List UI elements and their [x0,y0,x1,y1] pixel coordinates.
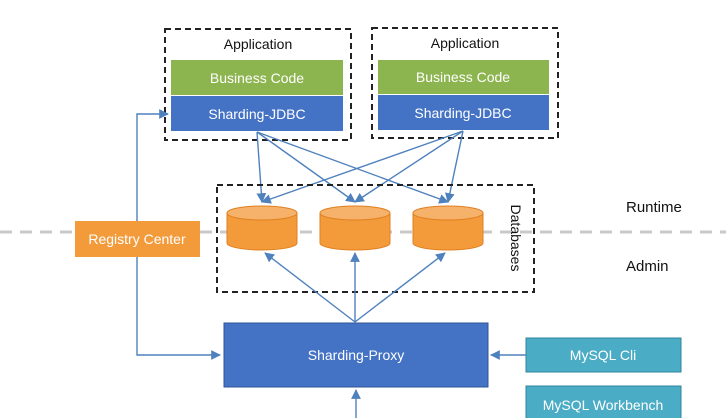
arrow-icon [261,130,464,204]
registry-center-label: Registry Center [88,231,186,247]
mysql-workbench-label: MySQL Workbench [543,397,664,413]
application-title-2: Application [431,35,500,51]
jdbc-to-database-arrows [256,130,464,204]
sharding-jdbc-box-1 [171,96,343,131]
cylinder-database-icon [319,205,391,251]
arrow-icon [354,130,464,203]
mysql-cli-label: MySQL Cli [570,347,636,363]
sharding-proxy-label: Sharding-Proxy [308,347,405,363]
arrow-icon [264,252,356,323]
registry-center-box [75,221,200,257]
proxy-to-database-arrows [264,252,446,323]
arrow-icon [256,131,267,203]
application-title-1: Application [224,36,293,52]
arrow-icon [136,257,221,360]
admin-label: Admin [626,258,669,275]
arrow-icon [354,252,446,323]
mysql-workbench-box [525,385,682,418]
runtime-label: Runtime [626,199,682,216]
arrow-icon [256,131,449,204]
sharding-jdbc-label-2: Sharding-JDBC [414,105,511,121]
mysql-cli-box [525,337,682,373]
business-code-label-2: Business Code [416,69,510,85]
databases-container [216,184,535,293]
registry-connections [136,109,221,360]
arrow-icon [445,130,464,203]
business-code-box-1 [171,60,343,95]
business-code-label-1: Business Code [210,70,304,86]
cylinder-database-icon [226,205,298,251]
databases-label: Databases [508,205,524,272]
sharding-proxy-box [223,322,489,388]
business-code-box-2 [378,60,549,94]
sharding-jdbc-label-1: Sharding-JDBC [208,106,305,122]
arrow-icon [136,109,169,221]
cylinder-database-icon [412,205,484,251]
arrow-icon [256,131,356,203]
sharding-jdbc-box-2 [378,95,549,130]
